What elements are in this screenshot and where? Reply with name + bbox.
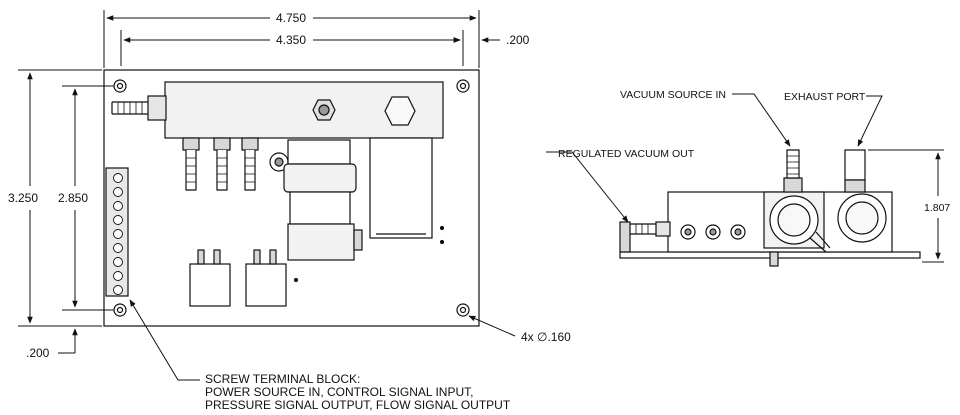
dim-inner-width: 4.350 (276, 33, 306, 47)
solenoid (283, 137, 445, 283)
manifold (111, 81, 444, 139)
dim-edge-offset-bottom: .200 (26, 346, 50, 360)
dim-inner-height: 2.850 (58, 191, 88, 205)
top-dimension-lines (103, 10, 500, 68)
callout-terminal-line3: PRESSURE SIGNAL OUTPUT, FLOW SIGNAL OUTP… (205, 398, 511, 412)
dim-side-height: 1.807 (924, 202, 950, 214)
callout-mount-holes: 4x ∅.160 (521, 330, 571, 344)
callout-terminal-line1: SCREW TERMINAL BLOCK: (205, 372, 360, 386)
callout-regulated-vacuum-out: REGULATED VACUUM OUT (558, 148, 695, 160)
dim-overall-width: 4.750 (276, 11, 306, 25)
dim-edge-offset-right: .200 (506, 33, 530, 47)
barb-fittings (182, 137, 259, 191)
sensors (189, 249, 287, 307)
callout-vacuum-source-in: VACUUM SOURCE IN (620, 89, 726, 101)
left-dimension-lines (18, 69, 114, 354)
terminal-block (105, 167, 129, 297)
top-view (103, 69, 480, 327)
callout-terminal-line2: POWER SOURCE IN, CONTROL SIGNAL INPUT, (205, 385, 473, 399)
dim-overall-height: 3.250 (8, 191, 38, 205)
callout-exhaust-port: EXHAUST PORT (784, 91, 866, 103)
side-dimension-lines (868, 149, 944, 263)
side-view (619, 149, 921, 267)
